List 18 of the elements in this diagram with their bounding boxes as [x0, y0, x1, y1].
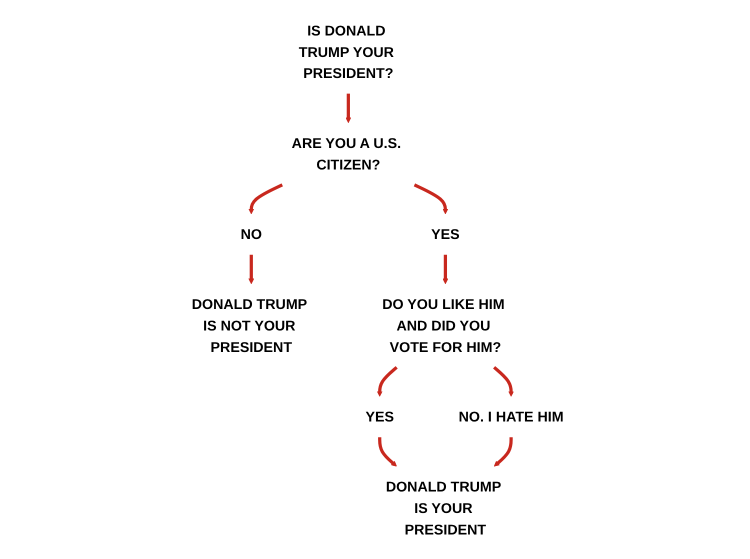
arrow [378, 436, 397, 466]
arrow [494, 436, 513, 466]
arrow [492, 366, 514, 396]
node-text: ARE YOU A U.S. CITIZEN? [292, 134, 401, 172]
arrow [414, 182, 448, 214]
node-text: IS DONALD TRUMP YOUR PRESIDENT? [298, 22, 394, 81]
arrow [248, 254, 254, 284]
node-text: YES [365, 408, 394, 424]
node-text: NO. I HATE HIM [458, 408, 564, 424]
arrow [248, 182, 283, 214]
node-text: DO YOU LIKE HIM AND DID YOU VOTE FOR HIM? [382, 296, 505, 355]
node-text: YES [431, 226, 460, 242]
node-text: NO [240, 226, 262, 242]
node-text: DONALD TRUMP IS NOT YOUR PRESIDENT [192, 296, 307, 355]
node-text: DONALD TRUMP IS YOUR PRESIDENT [386, 478, 501, 538]
arrow [376, 366, 398, 396]
arrow [345, 93, 352, 123]
arrow [442, 254, 448, 284]
